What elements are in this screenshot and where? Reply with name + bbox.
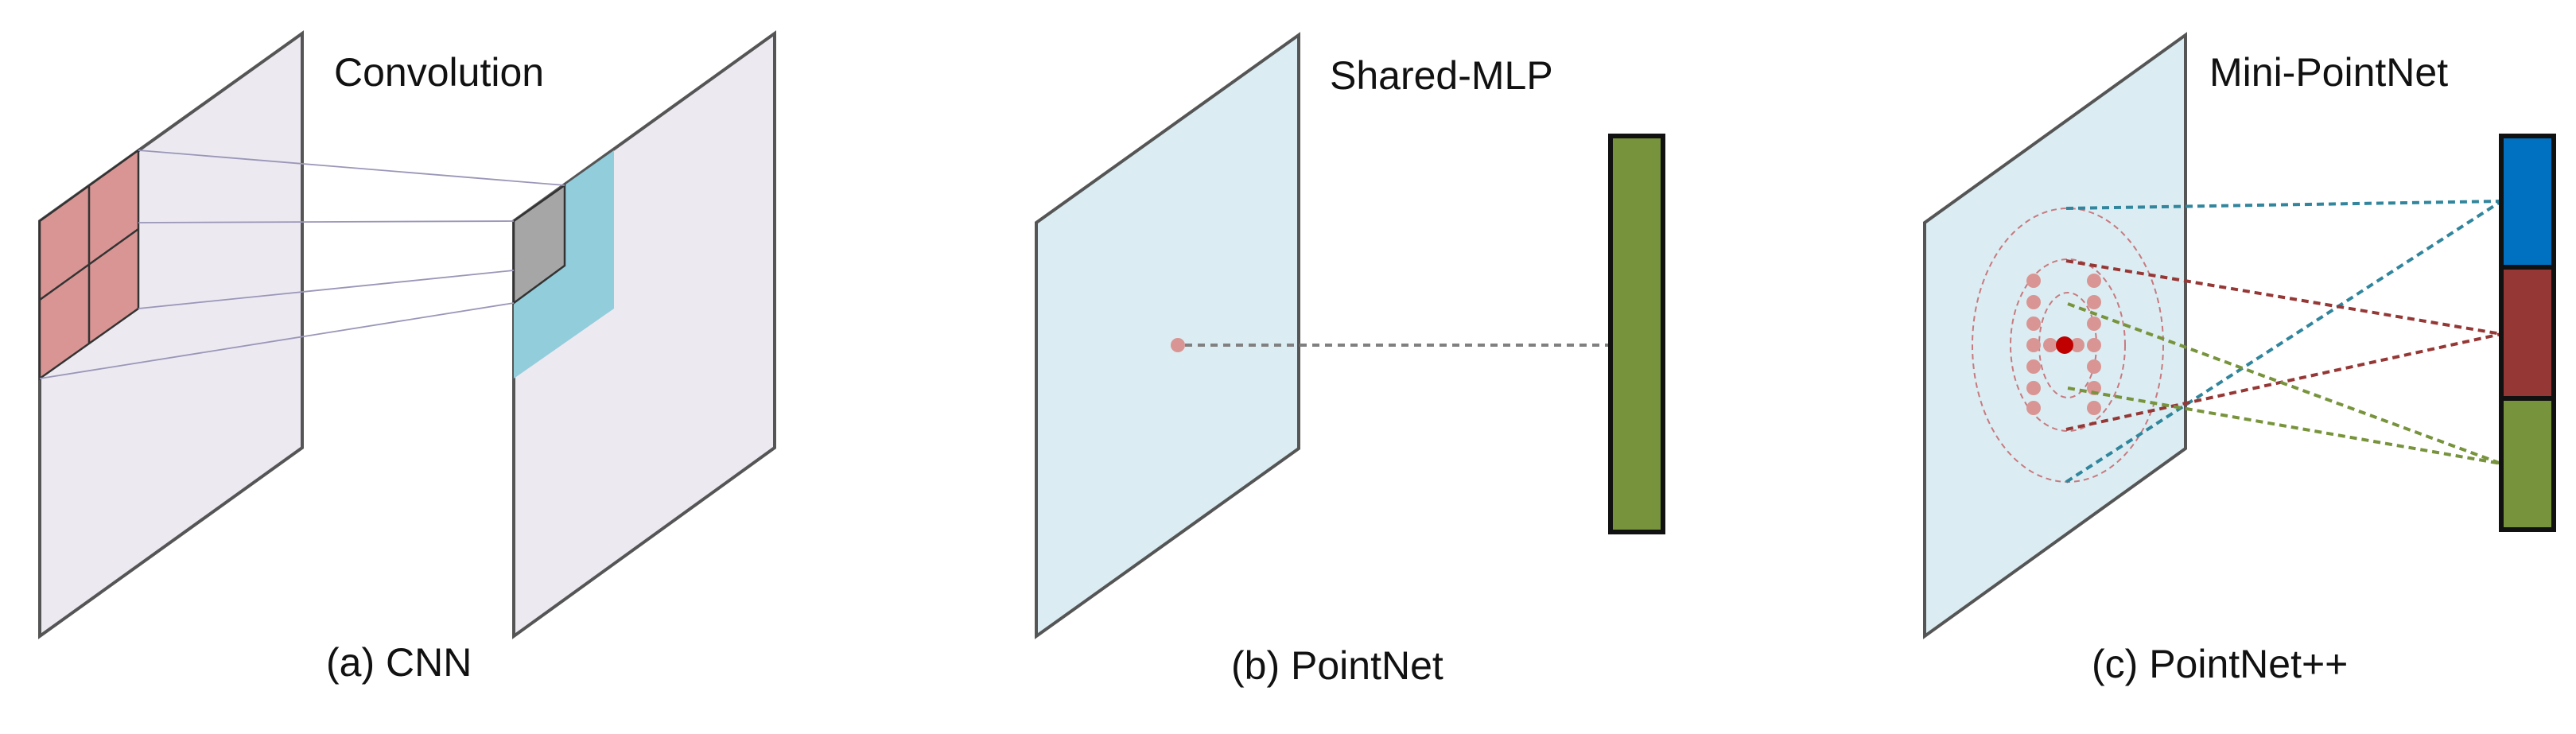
sample-point xyxy=(2026,381,2041,395)
pointnet-feature-vector xyxy=(1608,134,1665,534)
sample-point xyxy=(2026,359,2041,374)
mini-pointnet-label: Mini-PointNet xyxy=(2209,50,2448,95)
cnn-panel: Convolution (a) CNN xyxy=(38,30,776,685)
links-inner-green xyxy=(2067,302,2502,465)
sample-point xyxy=(2026,274,2041,288)
sample-point xyxy=(2087,381,2101,395)
sample-point xyxy=(2070,338,2085,352)
center-point xyxy=(2056,336,2073,354)
sample-point xyxy=(2087,317,2101,331)
convolution-label: Convolution xyxy=(334,50,544,95)
sample-point xyxy=(2087,295,2101,309)
sample-point xyxy=(2026,317,2041,331)
pointnet-caption: (b) PointNet xyxy=(1231,643,1443,688)
feature-segment-green xyxy=(2499,396,2556,532)
sample-point xyxy=(2026,295,2041,309)
links-middle-red xyxy=(2065,259,2502,431)
sample-point xyxy=(2087,359,2101,374)
cnn-caption: (a) CNN xyxy=(326,640,472,685)
sample-point xyxy=(2087,338,2101,352)
pointnet-sample-point xyxy=(1171,338,1185,352)
sample-point xyxy=(2043,338,2057,352)
ring-middle xyxy=(2010,258,2126,432)
cnn-projection-lines xyxy=(39,150,565,379)
shared-mlp-label: Shared-MLP xyxy=(1330,53,1553,98)
feature-segment-red xyxy=(2499,265,2556,401)
pointnet-pp-feature-vector xyxy=(2499,134,2556,532)
sample-point xyxy=(2087,274,2101,288)
cnn-output-cell xyxy=(512,183,566,305)
feature-segment-blue xyxy=(2499,134,2556,270)
sample-point xyxy=(2087,401,2101,415)
cnn-kernel-grid-h xyxy=(39,227,139,301)
pointnet-pp-caption: (c) PointNet++ xyxy=(2092,642,2348,686)
pointnet-pp-input-plane xyxy=(1923,32,2187,639)
sample-point xyxy=(2026,338,2041,352)
neighbourhood-points xyxy=(2026,274,2101,415)
pointnet-pp-panel: Mini-PointNet (c) PointNet++ xyxy=(1923,32,2556,686)
links-outer-blue xyxy=(2065,200,2503,484)
pointnet-input-plane xyxy=(1035,32,1300,639)
pointnet-panel: Shared-MLP (b) PointNet xyxy=(1035,32,1665,688)
sample-point xyxy=(2026,401,2041,415)
